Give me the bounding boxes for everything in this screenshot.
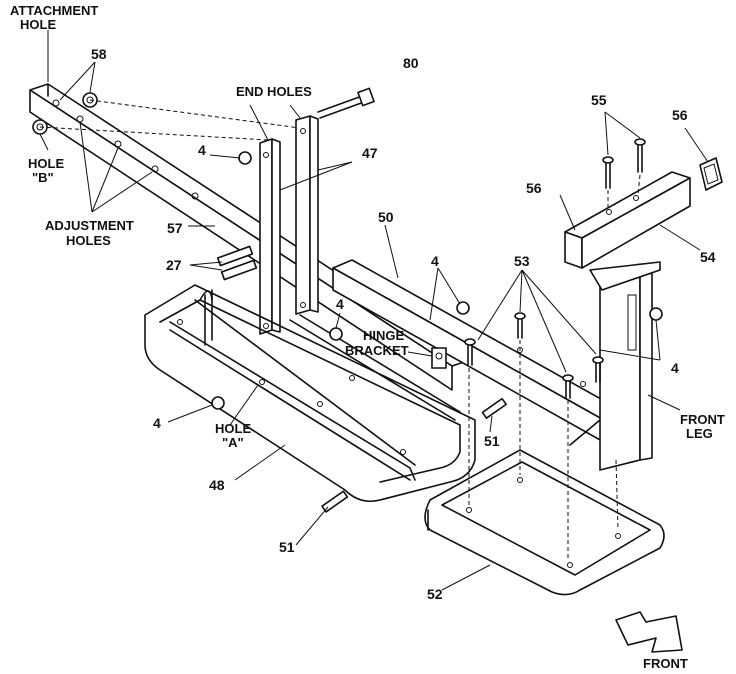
part-number-4-center: 4 — [336, 296, 344, 312]
nut-4-hole-a — [211, 396, 225, 410]
attachment-hole-label-1: ATTACHMENT — [10, 3, 98, 18]
bolt-51-lower — [321, 490, 349, 513]
part-number-57: 57 — [167, 220, 183, 236]
part-number-4-hole-a: 4 — [153, 415, 161, 431]
hole-b-label-2: "B" — [32, 170, 54, 185]
base-48 — [144, 284, 476, 503]
nut-4-top — [238, 151, 252, 165]
part-number-52: 52 — [427, 586, 443, 602]
bolt-80 — [317, 87, 375, 119]
bolt-51-right — [481, 397, 507, 419]
front-arrow-icon — [615, 611, 683, 653]
hole-b-label-1: HOLE — [28, 156, 64, 171]
hinge-bracket — [431, 347, 447, 369]
nut-4-center — [329, 327, 343, 341]
attachment-hole-label-2: HOLE — [20, 17, 56, 32]
hole-a-label-1: HOLE — [215, 421, 251, 436]
part-number-56-tube: 56 — [526, 180, 542, 196]
part-number-58: 58 — [91, 46, 107, 62]
front-direction-label: FRONT — [643, 656, 688, 671]
part-number-51-right: 51 — [484, 433, 500, 449]
uprights-47 — [259, 115, 319, 335]
part-number-47: 47 — [362, 145, 378, 161]
front-leg-label-1: FRONT — [680, 412, 725, 427]
part-number-4-top: 4 — [198, 142, 206, 158]
part-number-27: 27 — [166, 257, 182, 273]
screws-55 — [602, 138, 646, 210]
hinge-bracket-label-2: BRACKET — [345, 343, 409, 358]
nut-4-front — [649, 307, 663, 321]
hinge-bracket-label-1: HINGE — [363, 328, 405, 343]
part-number-4-mid: 4 — [431, 253, 439, 269]
part-number-54: 54 — [700, 249, 716, 265]
part-number-4-front: 4 — [671, 360, 679, 376]
nut-4-mid — [456, 301, 470, 315]
leg-bracket — [589, 261, 661, 291]
part-number-55: 55 — [591, 92, 607, 108]
part-number-56-cap: 56 — [672, 107, 688, 123]
part-number-80: 80 — [403, 55, 419, 71]
adjustment-holes-label-2: HOLES — [66, 233, 111, 248]
part-number-48: 48 — [209, 477, 225, 493]
part-number-51-lower: 51 — [279, 539, 295, 555]
bolts-27 — [216, 245, 258, 281]
end-holes-label: END HOLES — [236, 84, 312, 99]
front-leg-label-2: LEG — [686, 426, 713, 441]
leader-lines — [39, 30, 709, 591]
front-leg — [569, 269, 653, 471]
screws-53 — [464, 312, 604, 399]
hole-a-label-2: "A" — [222, 435, 244, 450]
foot-pad-52 — [424, 340, 665, 596]
adjustment-holes-label-1: ADJUSTMENT — [45, 218, 134, 233]
part-number-50: 50 — [378, 209, 394, 225]
base-frame-lines — [199, 289, 461, 421]
part-number-53: 53 — [514, 253, 530, 269]
end-cap-56 — [699, 157, 723, 191]
tube-54 — [564, 171, 691, 269]
